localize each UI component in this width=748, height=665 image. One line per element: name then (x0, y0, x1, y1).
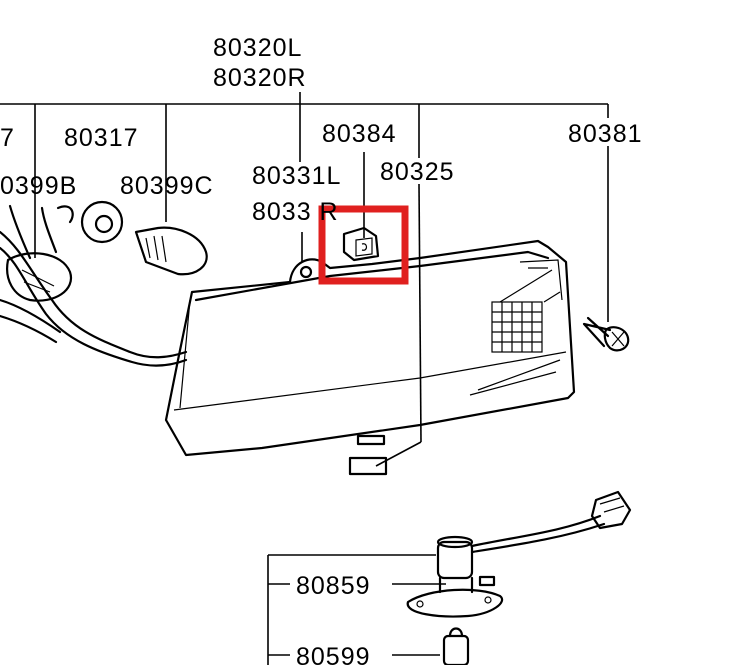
label-80399c: 80399C (120, 172, 214, 200)
socket-80859 (406, 490, 632, 618)
label-80399b: 0399B (0, 172, 77, 200)
part-labels: 80320L 80320R 7 80317 0399B 80399C 80331… (0, 34, 643, 665)
leader-lines (0, 92, 609, 665)
tail-lamp-housing (164, 239, 576, 476)
label-80325: 80325 (380, 158, 455, 186)
screw-80381 (582, 316, 630, 352)
label-80381: 80381 (568, 120, 643, 148)
bulb-harness (0, 200, 208, 367)
clip-80384 (342, 226, 380, 262)
highlight-box (318, 205, 409, 285)
label-80331r: 8033 R (252, 198, 339, 226)
label-80320r: 80320R (213, 64, 307, 92)
bulb-80599 (442, 627, 470, 665)
label-cut-7: 7 (0, 124, 15, 152)
label-80317: 80317 (64, 124, 139, 152)
label-80331l: 80331L (252, 162, 341, 190)
label-80859: 80859 (296, 572, 371, 600)
label-80384: 80384 (322, 120, 397, 148)
label-80599: 80599 (296, 643, 371, 665)
label-80320l: 80320L (213, 34, 302, 62)
